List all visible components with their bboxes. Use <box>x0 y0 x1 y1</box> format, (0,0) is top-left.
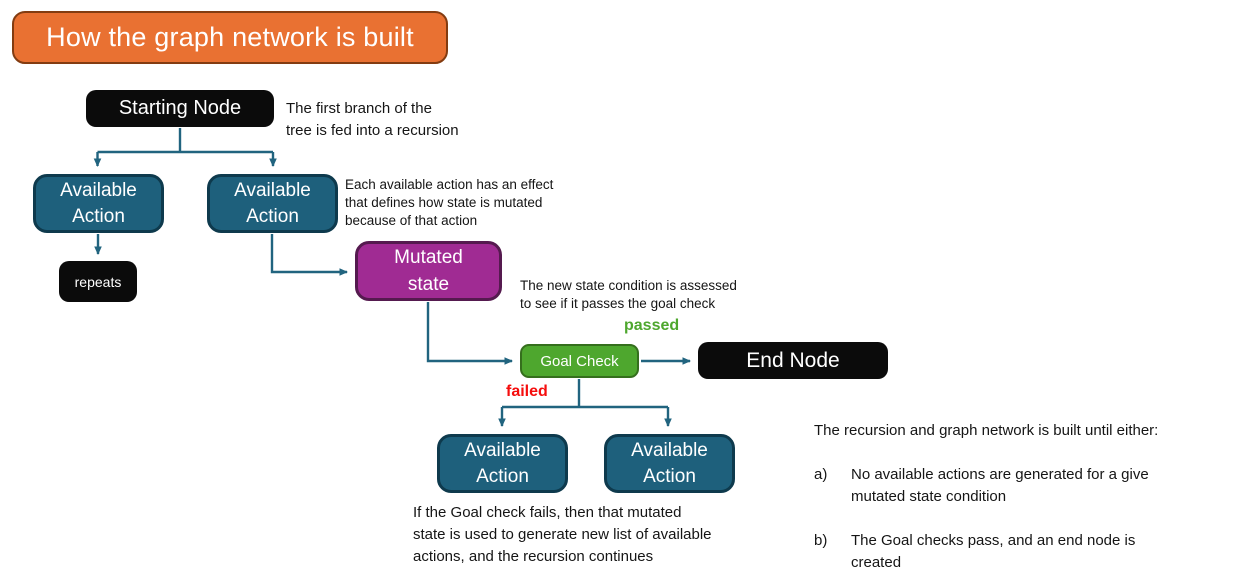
node-available-action-1: Available Action <box>33 174 164 233</box>
connector-mutated-to-goal <box>426 302 513 365</box>
edge-label-failed: failed <box>506 383 548 400</box>
until-item-b: b) The Goal checks pass, and an end node… <box>814 530 1238 573</box>
until-item-a: a) No available actions are generated fo… <box>814 464 1238 508</box>
node-available-action-4: Available Action <box>604 434 735 493</box>
node-starting: Starting Node <box>86 90 274 127</box>
annotation-goal-assess: The new state condition is assessed to s… <box>520 278 737 311</box>
until-item-a-text: No available actions are generated for a… <box>851 466 1149 505</box>
until-item-a-marker: a) <box>814 466 828 483</box>
until-item-b-marker: b) <box>814 532 828 549</box>
until-item-b-text: The Goal checks pass, and an end node is… <box>851 532 1136 571</box>
node-repeats: repeats <box>59 261 137 302</box>
annotation-until-either: The recursion and graph network is built… <box>814 398 1238 573</box>
node-end: End Node <box>698 342 888 379</box>
node-available-action-3: Available Action <box>437 434 568 493</box>
node-mutated-state: Mutated state <box>355 241 502 301</box>
edge-label-passed: passed <box>624 317 680 334</box>
annotation-first-branch: The first branch of the tree is fed into… <box>286 100 459 139</box>
node-goal-check: Goal Check <box>520 344 639 378</box>
annotation-action-effect: Each available action has an effect that… <box>345 177 554 228</box>
node-available-action-2: Available Action <box>207 174 338 233</box>
annotation-fail-note: If the Goal check fails, then that mutat… <box>413 504 712 565</box>
connector-action-to-mutated <box>270 234 348 276</box>
title-banner: How the graph network is built <box>12 11 448 64</box>
until-intro: The recursion and graph network is built… <box>814 422 1159 439</box>
